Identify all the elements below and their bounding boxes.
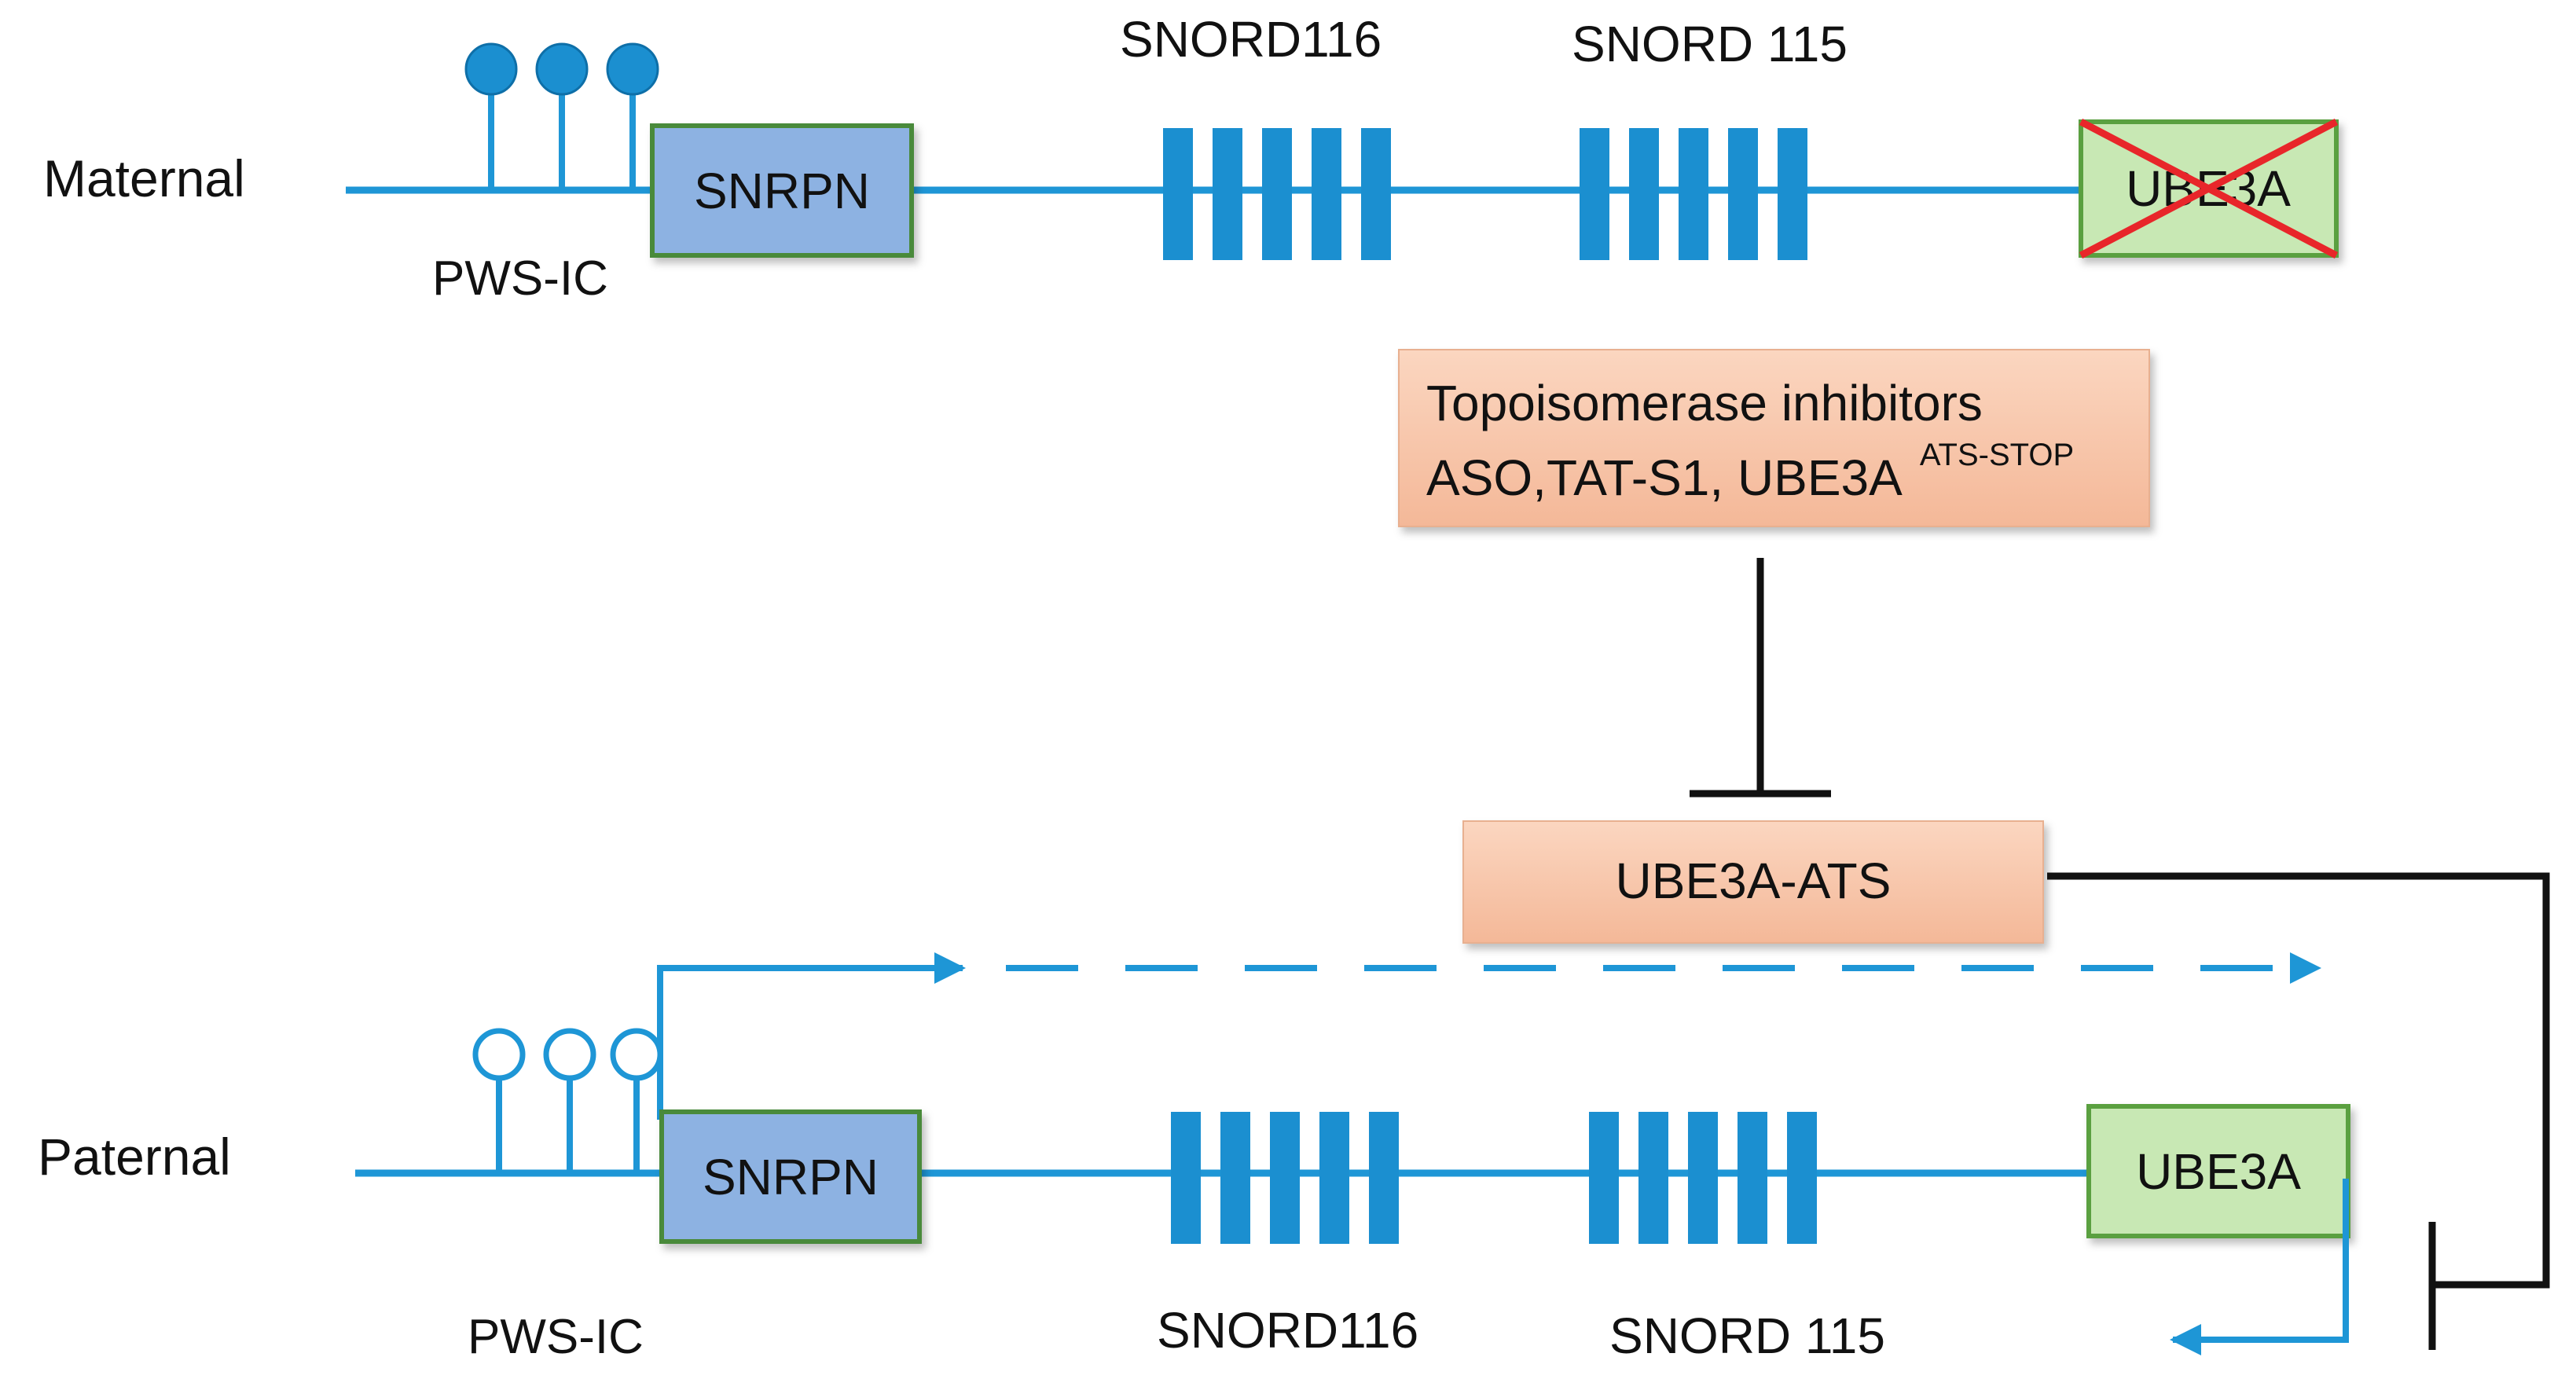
methylated-cpg-icon	[606, 42, 659, 96]
ats-inhibition-line	[2047, 872, 2550, 1350]
paternal-snord115-label: SNORD 115	[1609, 1307, 1885, 1364]
paternal-pws-ic-label: PWS-IC	[468, 1310, 644, 1364]
paternal-snrpn-gene: SNRPN	[659, 1109, 922, 1244]
maternal-snrpn-label: SNRPN	[694, 163, 870, 219]
maternal-label: Maternal	[43, 149, 245, 207]
unmethylated-cpg-icon	[543, 1028, 596, 1081]
maternal-snord115-label: SNORD 115	[1572, 16, 1848, 72]
paternal-methylation-marks	[472, 1028, 663, 1173]
silenced-cross-icon	[2079, 119, 2339, 259]
ube3a-transcript-arrow	[2170, 1179, 2349, 1355]
maternal-snord115-cluster	[1580, 128, 1807, 260]
maternal-pws-ic-label: PWS-IC	[432, 251, 608, 306]
paternal-transcript	[657, 952, 2321, 1120]
ube3a-ats-label: UBE3A-ATS	[1616, 853, 1892, 909]
maternal-snord116-cluster	[1163, 128, 1391, 260]
maternal-ube3a-gene: UBE3A	[2079, 119, 2339, 259]
maternal-methylation-marks	[464, 42, 659, 190]
unmethylated-cpg-icon	[610, 1028, 663, 1081]
maternal-snrpn-gene: SNRPN	[650, 123, 914, 258]
inhibition-arrow	[1690, 558, 1831, 798]
paternal-label: Paternal	[38, 1128, 231, 1186]
maternal-allele: Maternal PWS-IC SNRPN SNORD116 SNORD	[43, 11, 2339, 306]
methylated-cpg-icon	[464, 42, 518, 96]
methylated-cpg-icon	[535, 42, 589, 96]
unmethylated-cpg-icon	[472, 1028, 526, 1081]
maternal-snord116-label: SNORD116	[1120, 11, 1382, 68]
paternal-snord116-label: SNORD116	[1157, 1302, 1418, 1359]
paternal-snrpn-label: SNRPN	[703, 1149, 879, 1205]
paternal-snord116-cluster	[1171, 1112, 1399, 1244]
ube3a-ats-box: UBE3A-ATS	[1462, 820, 2044, 944]
inhibitors-line1: Topoisomerase inhibitors	[1426, 375, 1983, 431]
paternal-snord115-cluster	[1589, 1112, 1817, 1244]
paternal-ube3a-gene: UBE3A	[2086, 1104, 2350, 1238]
paternal-ube3a-label: UBE3A	[2136, 1143, 2301, 1200]
paternal-allele: Paternal PWS-IC SNRPN SNORD116	[38, 1028, 2350, 1364]
inhibitors-box: Topoisomerase inhibitors ASO,TAT-S1, UBE…	[1398, 349, 2150, 527]
